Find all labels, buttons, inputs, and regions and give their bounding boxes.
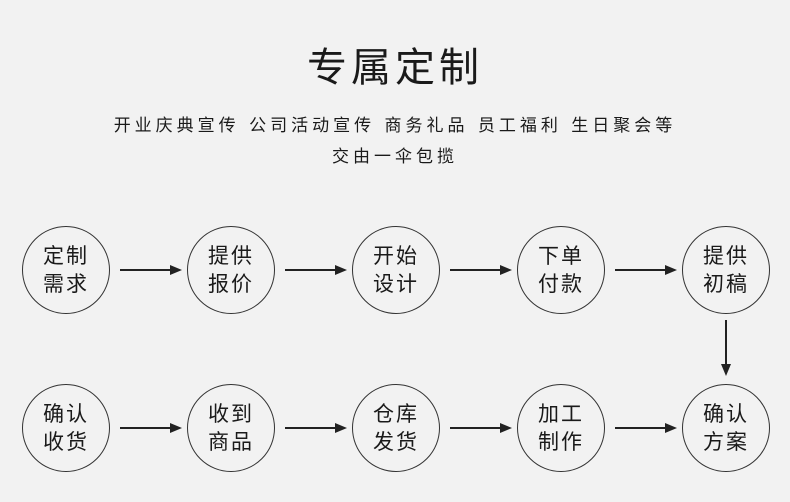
subtitle-line-2: 交由一伞包揽 xyxy=(332,147,458,167)
page-title: 专属定制 xyxy=(307,45,483,91)
step-label: 提供 xyxy=(208,244,254,268)
step-node-custom-requirements: 定制 需求 xyxy=(22,226,110,314)
step-label: 提供 xyxy=(703,244,749,268)
step-label: 开始 xyxy=(373,244,419,268)
step-label: 方案 xyxy=(703,430,749,454)
arrow-right-icon xyxy=(450,265,512,275)
arrow-right-icon xyxy=(615,423,677,433)
arrow-right-icon xyxy=(285,423,347,433)
step-label: 确认 xyxy=(43,402,89,426)
step-label: 收货 xyxy=(43,430,89,454)
step-node-place-order: 下单 付款 xyxy=(517,226,605,314)
step-label: 设计 xyxy=(373,272,419,296)
step-label: 定制 xyxy=(43,244,89,268)
arrow-right-icon xyxy=(120,423,182,433)
arrow-right-icon xyxy=(285,265,347,275)
step-node-processing: 加工 制作 xyxy=(517,384,605,472)
step-label: 加工 xyxy=(538,402,584,426)
step-node-receive-goods: 收到 商品 xyxy=(187,384,275,472)
step-label: 发货 xyxy=(373,430,419,454)
step-node-start-design: 开始 设计 xyxy=(352,226,440,314)
step-label: 收到 xyxy=(208,402,254,426)
step-node-provide-quote: 提供 报价 xyxy=(187,226,275,314)
arrow-right-icon xyxy=(120,265,182,275)
step-node-confirm-plan: 确认 方案 xyxy=(682,384,770,472)
arrow-right-icon xyxy=(615,265,677,275)
step-node-warehouse-ship: 仓库 发货 xyxy=(352,384,440,472)
subtitle-line-1: 开业庆典宣传 公司活动宣传 商务礼品 员工福利 生日聚会等 xyxy=(113,116,677,136)
step-label: 报价 xyxy=(208,272,254,296)
step-label: 付款 xyxy=(538,272,584,296)
step-label: 需求 xyxy=(43,272,89,296)
step-node-first-draft: 提供 初稿 xyxy=(682,226,770,314)
step-label: 下单 xyxy=(538,244,584,268)
arrow-down-icon xyxy=(721,320,731,376)
arrow-right-icon xyxy=(450,423,512,433)
step-label: 初稿 xyxy=(703,272,749,296)
step-node-confirm-receipt: 确认 收货 xyxy=(22,384,110,472)
step-label: 仓库 xyxy=(373,402,419,426)
step-label: 商品 xyxy=(208,430,254,454)
step-label: 确认 xyxy=(703,402,749,426)
step-label: 制作 xyxy=(538,430,584,454)
